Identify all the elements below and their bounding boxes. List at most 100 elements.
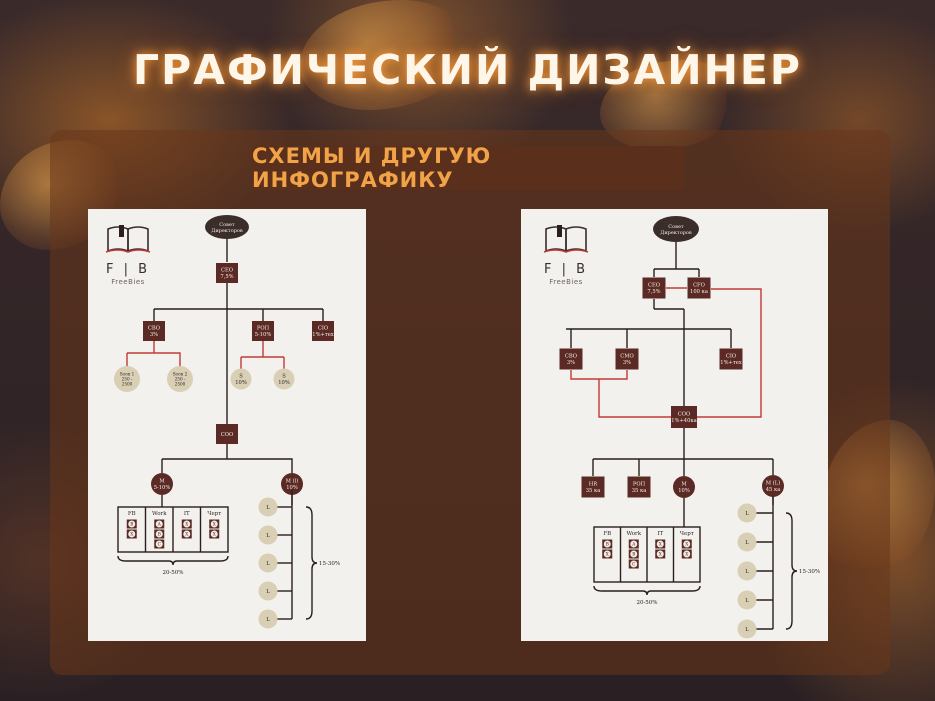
team-member-label: X (659, 551, 662, 556)
level2-node-label: 3% (567, 360, 575, 366)
level2-node (615, 348, 639, 370)
l-member-circle-label: L (266, 617, 270, 623)
level2-node-label: CIO (726, 354, 736, 360)
team-member (183, 530, 191, 538)
team-member (155, 540, 163, 548)
manager-circle (673, 476, 695, 498)
team-member-label: B (130, 521, 133, 526)
level2-node (719, 348, 743, 370)
level2-node (252, 321, 274, 341)
l-member-circle (258, 609, 278, 629)
level2-node-label: 1%+тех (720, 360, 742, 366)
team-member (603, 540, 611, 548)
team-member (656, 550, 664, 558)
team-member-label: C (158, 541, 161, 546)
soon-circle-label: Soon 1 (120, 371, 135, 376)
team-label: Work (626, 531, 641, 537)
manager-circle-label: 10% (678, 488, 690, 494)
level4-node-label: 35 ка (586, 488, 601, 494)
team-member-label: X (213, 531, 216, 536)
ceo-node (642, 277, 666, 299)
team-label: Черт (680, 531, 694, 537)
l-member-circle-label: L (745, 598, 749, 604)
team-member-label: X (185, 521, 188, 526)
l-member-circle (737, 590, 757, 610)
coo-node-label: COO (678, 412, 690, 418)
team-member (683, 540, 691, 548)
level4-node-label: HR (589, 482, 599, 488)
logo-letters: F | B (544, 262, 588, 277)
l-member-circle-label: L (745, 627, 749, 633)
book-logo-part (545, 226, 567, 253)
book-logo-icon (105, 225, 151, 253)
team-member-label: B (606, 541, 609, 546)
board-node (205, 215, 249, 239)
team-member-label: C (632, 561, 635, 566)
board-node (653, 216, 699, 242)
teams-share-text: 20-50% (636, 600, 657, 606)
manager-circle (281, 473, 303, 495)
page-title: ГРАФИЧЕСКИЙ ДИЗАЙНЕР (133, 46, 802, 94)
subtitle-text: СХЕМЫ И ДРУГУЮ ИНФОГРАФИКУ (252, 144, 492, 192)
logo-name: FreeBies (111, 278, 145, 286)
team-member-label: X (185, 531, 188, 536)
team-label: FB (128, 511, 136, 517)
l-member-circle (258, 581, 278, 601)
l-member-circle (737, 532, 757, 552)
manager-circle (151, 473, 173, 495)
l-member-circle-label: L (745, 569, 749, 575)
s-circle-label: S (239, 374, 243, 380)
team-member (603, 550, 611, 558)
cfo-node-label: 100 ка (690, 289, 708, 295)
level2-node-label: CMO (620, 354, 634, 360)
manager-circle-label: M (L) (766, 480, 780, 487)
coo-node (671, 406, 697, 428)
red-connector-line (570, 370, 628, 380)
team-member (656, 540, 664, 548)
l-member-circle-label: L (745, 511, 749, 517)
soon-circle-label: Soon 2 (173, 371, 188, 376)
l-member-circle (737, 503, 757, 523)
book-logo-part (119, 225, 124, 237)
book-logo-icon (543, 225, 589, 253)
board-node-label: Совет (219, 222, 235, 228)
manager-circle-label: M (l) (286, 478, 299, 485)
team-member (683, 550, 691, 558)
l-member-circle-label: L (266, 561, 270, 567)
board-node-label: Совет (668, 224, 684, 230)
team-member (128, 530, 136, 538)
s-circle (273, 368, 295, 390)
team-member-label: X (606, 551, 609, 556)
l-member-circle (258, 497, 278, 517)
level2-node (143, 321, 165, 341)
team-member (155, 520, 163, 528)
level4-node (581, 476, 605, 498)
ceo-node-label: 7,5% (220, 274, 233, 280)
cfo-node (687, 277, 711, 299)
level2-node-label: 3% (623, 360, 631, 366)
ceo-node-label: CEO (221, 268, 233, 274)
manager-circle (762, 475, 784, 497)
ceo-node-label: CEO (648, 283, 660, 289)
board-node-label: Директоров (211, 228, 243, 234)
level2-node-label: CBO (148, 326, 160, 332)
soon-circle (167, 366, 193, 392)
s-circle-label: 10% (278, 380, 290, 386)
team-member (210, 520, 218, 528)
l-member-circle (737, 619, 757, 639)
l-brace (785, 512, 798, 630)
teams-share-text: 20-50% (162, 570, 183, 576)
coo-node-label: 1%+40ка (671, 418, 697, 424)
level2-node-label: 1%+тех (312, 332, 334, 338)
logo-name: FreeBies (549, 278, 583, 286)
cfo-node-label: CFO (693, 283, 705, 289)
team-label: Work (152, 511, 167, 517)
team-label: IT (657, 531, 663, 537)
l-member-circle (258, 525, 278, 545)
team-member (630, 560, 638, 568)
team-member (630, 540, 638, 548)
team-member (128, 520, 136, 528)
level2-node-label: CBO (565, 354, 577, 360)
team-member-label: X (130, 531, 133, 536)
